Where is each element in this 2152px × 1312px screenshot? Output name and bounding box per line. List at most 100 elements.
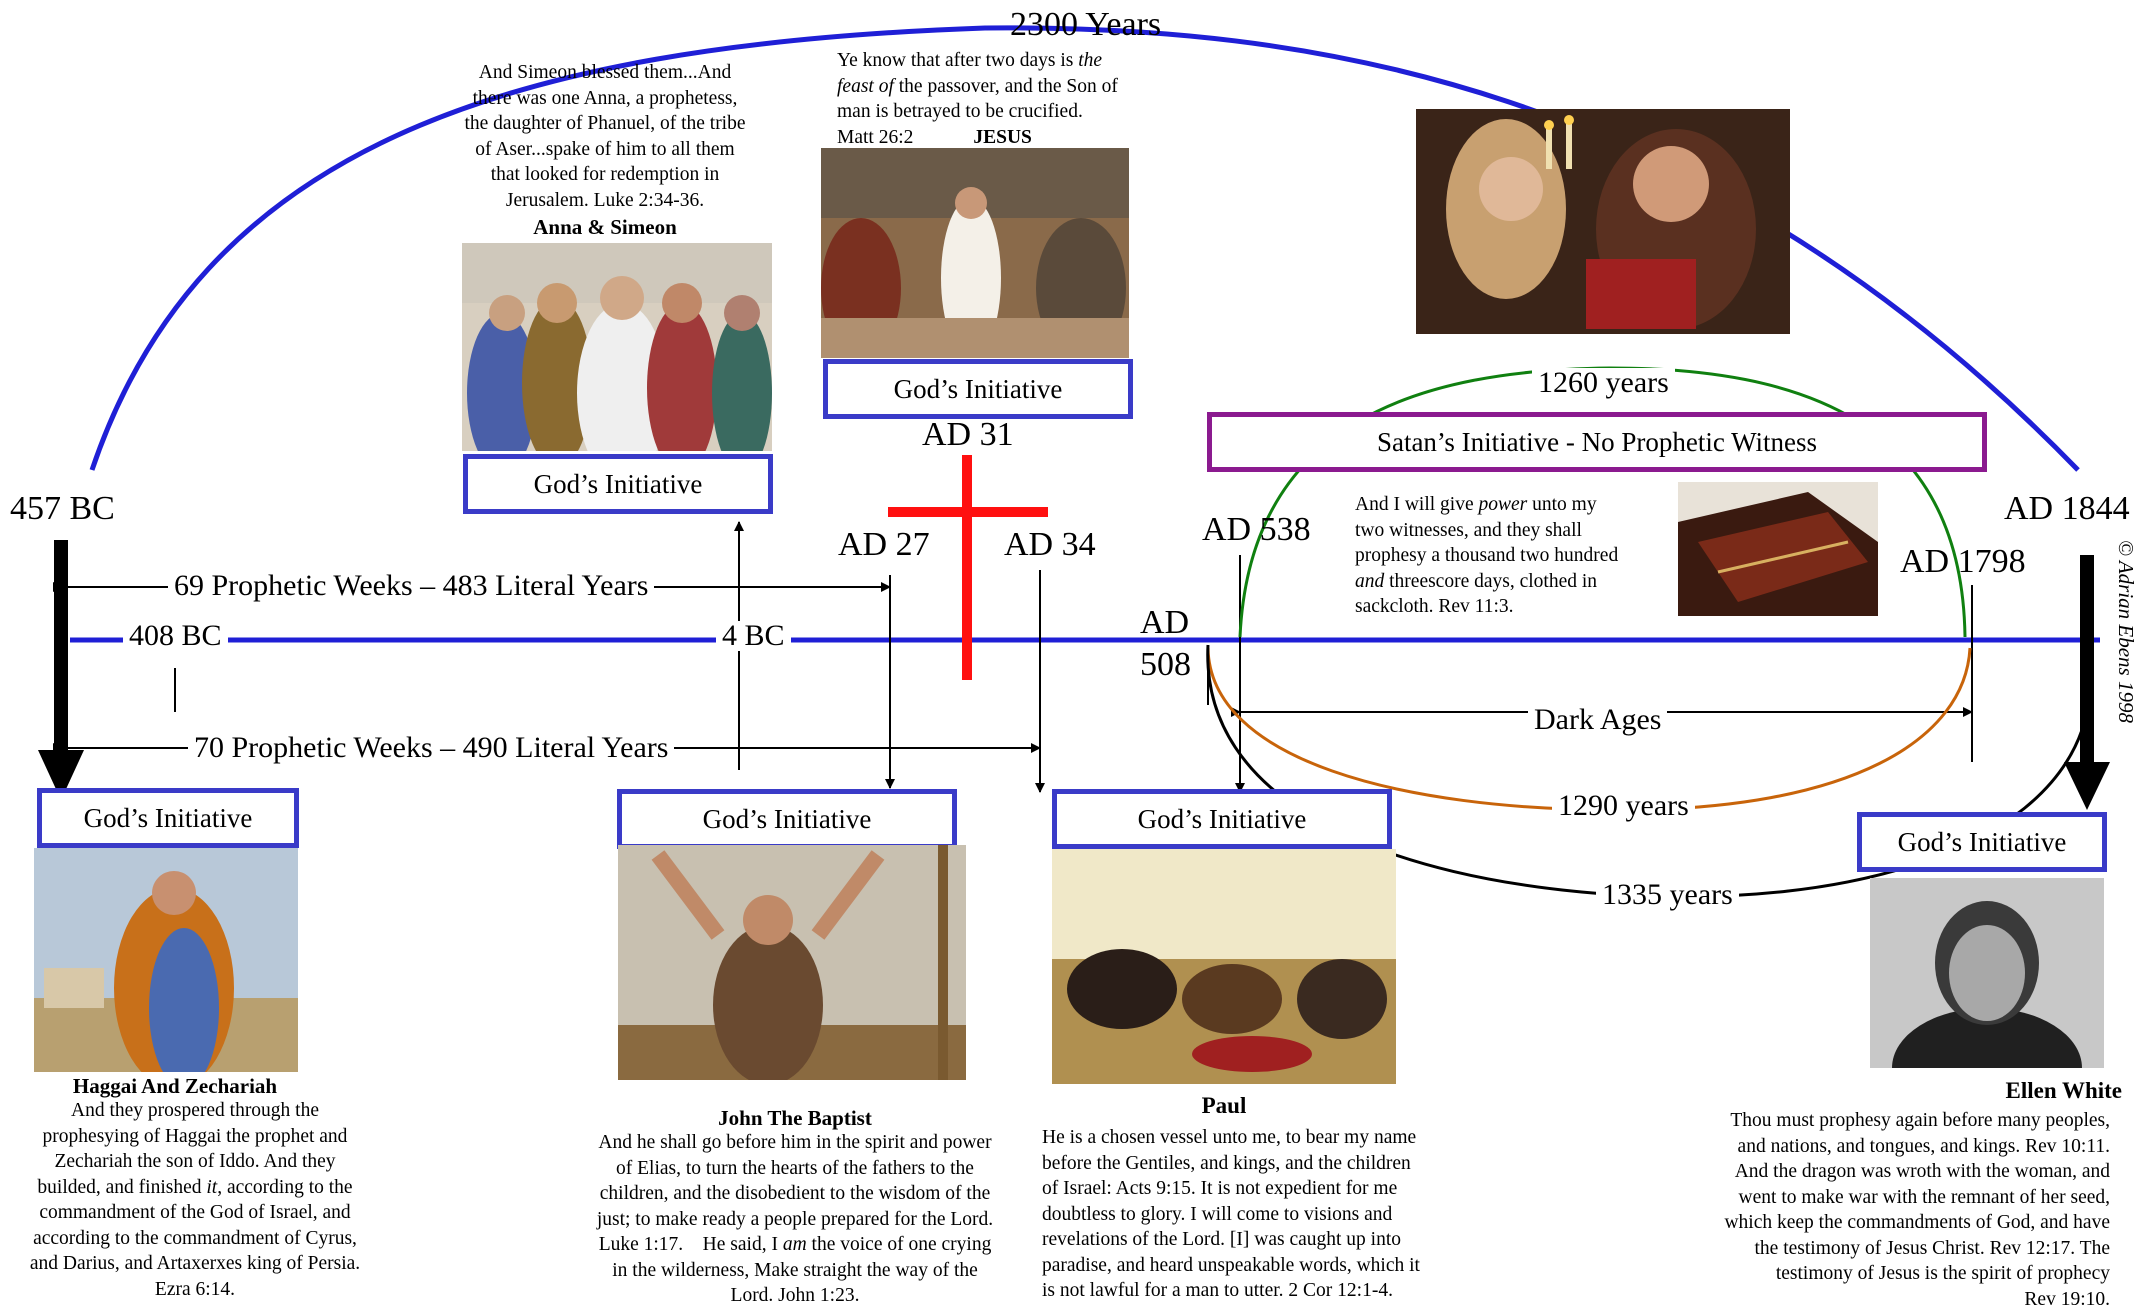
ellen-quote-line: And the dragon was wroth with the woman,… (1680, 1159, 2110, 1185)
anna-quote-line: of Aser...spake of him to all them (440, 137, 770, 163)
haggai-quote-line: prophesying of Haggai the prophet and (0, 1124, 390, 1150)
paul-quote-line: He is a chosen vessel unto me, to bear m… (1042, 1125, 1462, 1151)
haggai-quote-line: commandment of the God of Israel, and (0, 1200, 390, 1226)
anna-simeon-illustration (462, 243, 772, 451)
witness-text: prophesy a thousand two hundred (1355, 543, 1655, 569)
ellen-quote-line: and nations, and tongues, and kings. Rev… (1680, 1134, 2110, 1160)
haggai-zechariah-illustration (34, 848, 298, 1072)
date-ad508-b: 508 (1140, 648, 1191, 682)
paul-illustration (1052, 849, 1396, 1084)
john-quote-line: just; to make ready a people prepared fo… (555, 1207, 1035, 1233)
jesus-quote: Ye know that after two days is the feast… (837, 48, 1167, 150)
john-quote-line: in the wilderness, Make straight the way… (555, 1258, 1035, 1284)
ellen-quote-line: Rev 19:10. (1680, 1287, 2110, 1312)
ellen-white-name: Ellen White (1902, 1078, 2122, 1104)
haggai-quote-line: builded, and finished (37, 1177, 206, 1198)
ellen-white-quote: Thou must prophesy again before many peo… (1680, 1108, 2110, 1312)
ellen-quote-line: went to make war with the remnant of her… (1680, 1185, 2110, 1211)
haggai-quote-line: Ezra 6:14. (0, 1277, 390, 1303)
anna-quote-line: that looked for redemption in (440, 162, 770, 188)
date-4bc: 4 BC (716, 621, 791, 651)
john-quote-line: of Elias, to turn the hearts of the fath… (555, 1156, 1035, 1182)
date-ad31: AD 31 (922, 418, 1014, 452)
copyright: © Adrian Ebens 1998 (2113, 540, 2138, 723)
haggai-quote-line: and Darius, and Artaxerxes king of Persi… (0, 1251, 390, 1277)
arrow-ad1844 (2064, 555, 2110, 810)
date-457bc: 457 BC (10, 492, 115, 526)
anna-quote-line: the daughter of Phanuel, of the tribe (440, 111, 770, 137)
family-bible-illustration (1416, 109, 1790, 334)
anna-simeon-quote: And Simeon blessed them...And there was … (440, 60, 770, 213)
date-408bc: 408 BC (123, 621, 228, 651)
paul-quote-line: before the Gentiles, and kings, and the … (1042, 1151, 1462, 1177)
paul-quote-line: revelations of the Lord. [I] was caught … (1042, 1227, 1462, 1253)
witness-text: unto my (1527, 494, 1596, 515)
label-dark-ages: Dark Ages (1528, 705, 1667, 735)
haggai-quote-line: according to the commandment of Cyrus, (0, 1226, 390, 1252)
paul-quote-line: paradise, and heard unspeakable words, w… (1042, 1253, 1462, 1279)
cross-ad31 (888, 455, 1048, 680)
box-satans-initiative: Satan’s Initiative - No Prophetic Witnes… (1207, 412, 1987, 472)
ellen-quote-line: Thou must prophesy again before many peo… (1680, 1108, 2110, 1134)
haggai-quote-line: And they prospered through the (0, 1098, 390, 1124)
witness-text: threescore days, clothed in (1384, 571, 1597, 592)
anna-simeon-name: Anna & Simeon (440, 215, 770, 240)
date-ad1798: AD 1798 (1900, 545, 2026, 579)
paul-quote-line: is not lawful for a man to utter. 2 Cor … (1042, 1278, 1462, 1304)
john-quote-line: children, and the disobedient to the wis… (555, 1181, 1035, 1207)
john-quote-italic: am (783, 1234, 807, 1255)
box-gods-initiative-anna: God’s Initiative (463, 454, 773, 514)
date-ad34: AD 34 (1004, 528, 1096, 562)
haggai-quote: And they prospered through the prophesyi… (0, 1098, 390, 1302)
two-witnesses-quote: And I will give power unto my two witnes… (1355, 492, 1655, 620)
john-quote-line: the voice of one crying (807, 1234, 992, 1255)
anna-quote-line: Jerusalem. Luke 2:34-36. (440, 188, 770, 214)
john-baptist-quote: And he shall go before him in the spirit… (555, 1130, 1035, 1309)
paul-name: Paul (1052, 1093, 1396, 1119)
haggai-quote-italic: it (206, 1177, 217, 1198)
jesus-quote-text: man is betrayed to be crucified. (837, 99, 1167, 125)
witness-italic: power (1478, 494, 1527, 515)
jesus-quote-italic: feast of (837, 76, 894, 97)
witness-italic: and (1355, 571, 1384, 592)
ellen-quote-line: which keep the commandments of God, and … (1680, 1210, 2110, 1236)
box-gods-initiative-haggai: God’s Initiative (37, 788, 299, 848)
arc-label-2300-years: 2300 Years (1010, 8, 1161, 42)
date-ad508-a: AD (1140, 606, 1189, 640)
paul-quote-line: of Israel: Acts 9:15. It is not expedien… (1042, 1176, 1462, 1202)
anna-quote-line: And Simeon blessed them...And (440, 60, 770, 86)
box-gods-initiative-ellen: God’s Initiative (1857, 812, 2107, 872)
label-70-weeks: 70 Prophetic Weeks – 490 Literal Years (188, 733, 674, 763)
label-1290-years: 1290 years (1552, 791, 1695, 821)
box-gods-initiative-john: God’s Initiative (617, 789, 957, 849)
date-ad1844: AD 1844 (2004, 492, 2130, 526)
jesus-illustration (821, 148, 1129, 358)
paul-quote: He is a chosen vessel unto me, to bear m… (1042, 1125, 1462, 1304)
box-gods-initiative-paul: God’s Initiative (1052, 789, 1392, 849)
arrow-457bc (38, 540, 84, 800)
witness-text: And I will give (1355, 494, 1478, 515)
jesus-quote-reference: Matt 26:2 (837, 127, 913, 148)
date-ad538: AD 538 (1202, 513, 1311, 547)
date-ad27: AD 27 (838, 528, 930, 562)
witness-text: two witnesses, and they shall (1355, 518, 1655, 544)
anna-quote-line: there was one Anna, a prophetess, (440, 86, 770, 112)
label-1260-years: 1260 years (1532, 368, 1675, 398)
ellen-quote-line: testimony of Jesus is the spirit of prop… (1680, 1261, 2110, 1287)
jesus-quote-text: Ye know that after two days is (837, 50, 1078, 71)
jesus-name: JESUS (973, 127, 1032, 148)
haggai-zechariah-name: Haggai And Zechariah (20, 1074, 330, 1099)
label-1335-years: 1335 years (1596, 880, 1739, 910)
jesus-quote-text: the passover, and the Son of (894, 76, 1118, 97)
label-69-weeks: 69 Prophetic Weeks – 483 Literal Years (168, 571, 654, 601)
jesus-quote-italic: the (1078, 50, 1102, 71)
box-gods-initiative-jesus: God’s Initiative (823, 359, 1133, 419)
ellen-white-photo (1870, 878, 2104, 1068)
bible-book-image (1678, 482, 1878, 616)
paul-quote-line: doubtless to glory. I will come to visio… (1042, 1202, 1462, 1228)
john-quote-line: Luke 1:17. He said, I (599, 1234, 783, 1255)
john-baptist-name: John The Baptist (620, 1106, 970, 1131)
john-quote-line: And he shall go before him in the spirit… (555, 1130, 1035, 1156)
haggai-quote-line: Zechariah the son of Iddo. And they (0, 1149, 390, 1175)
john-baptist-illustration (618, 845, 966, 1080)
